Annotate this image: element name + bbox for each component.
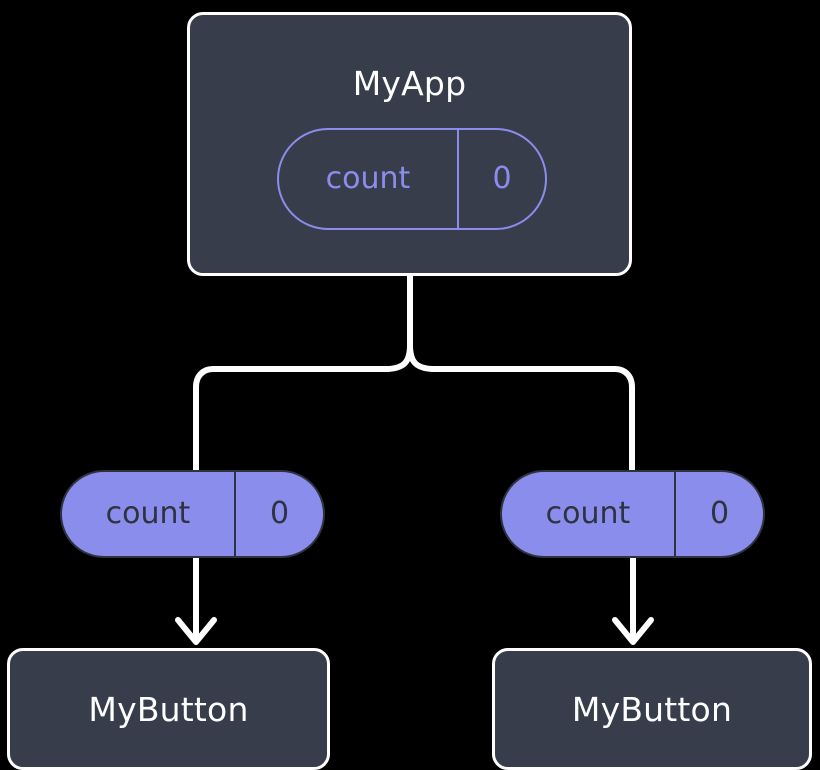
prop-arrow-left-head — [175, 617, 217, 645]
prop-pill-value: 0 — [269, 496, 290, 531]
component-node-mybutton-right[interactable]: MyButton — [492, 648, 812, 770]
prop-pill-count-left[interactable]: count 0 — [60, 470, 325, 558]
component-node-myapp[interactable]: MyApp — [187, 12, 632, 276]
fork-edge-right — [407, 273, 635, 473]
state-pill-count[interactable]: count 0 — [277, 128, 547, 230]
prop-pill-count-right[interactable]: count 0 — [500, 470, 765, 558]
state-pill-key: count — [279, 130, 459, 228]
component-label-mybutton: MyButton — [571, 689, 733, 729]
component-label-mybutton: MyButton — [88, 689, 249, 729]
prop-pill-key: count — [502, 472, 676, 556]
prop-pill-key: count — [62, 472, 236, 556]
component-node-mybutton-left[interactable]: MyButton — [7, 648, 330, 770]
prop-pill-value: 0 — [709, 496, 730, 531]
fork-edge — [193, 273, 413, 473]
prop-arrow-right-head — [612, 617, 654, 645]
state-pill-value: 0 — [492, 161, 512, 196]
component-label-myapp: MyApp — [352, 64, 467, 103]
